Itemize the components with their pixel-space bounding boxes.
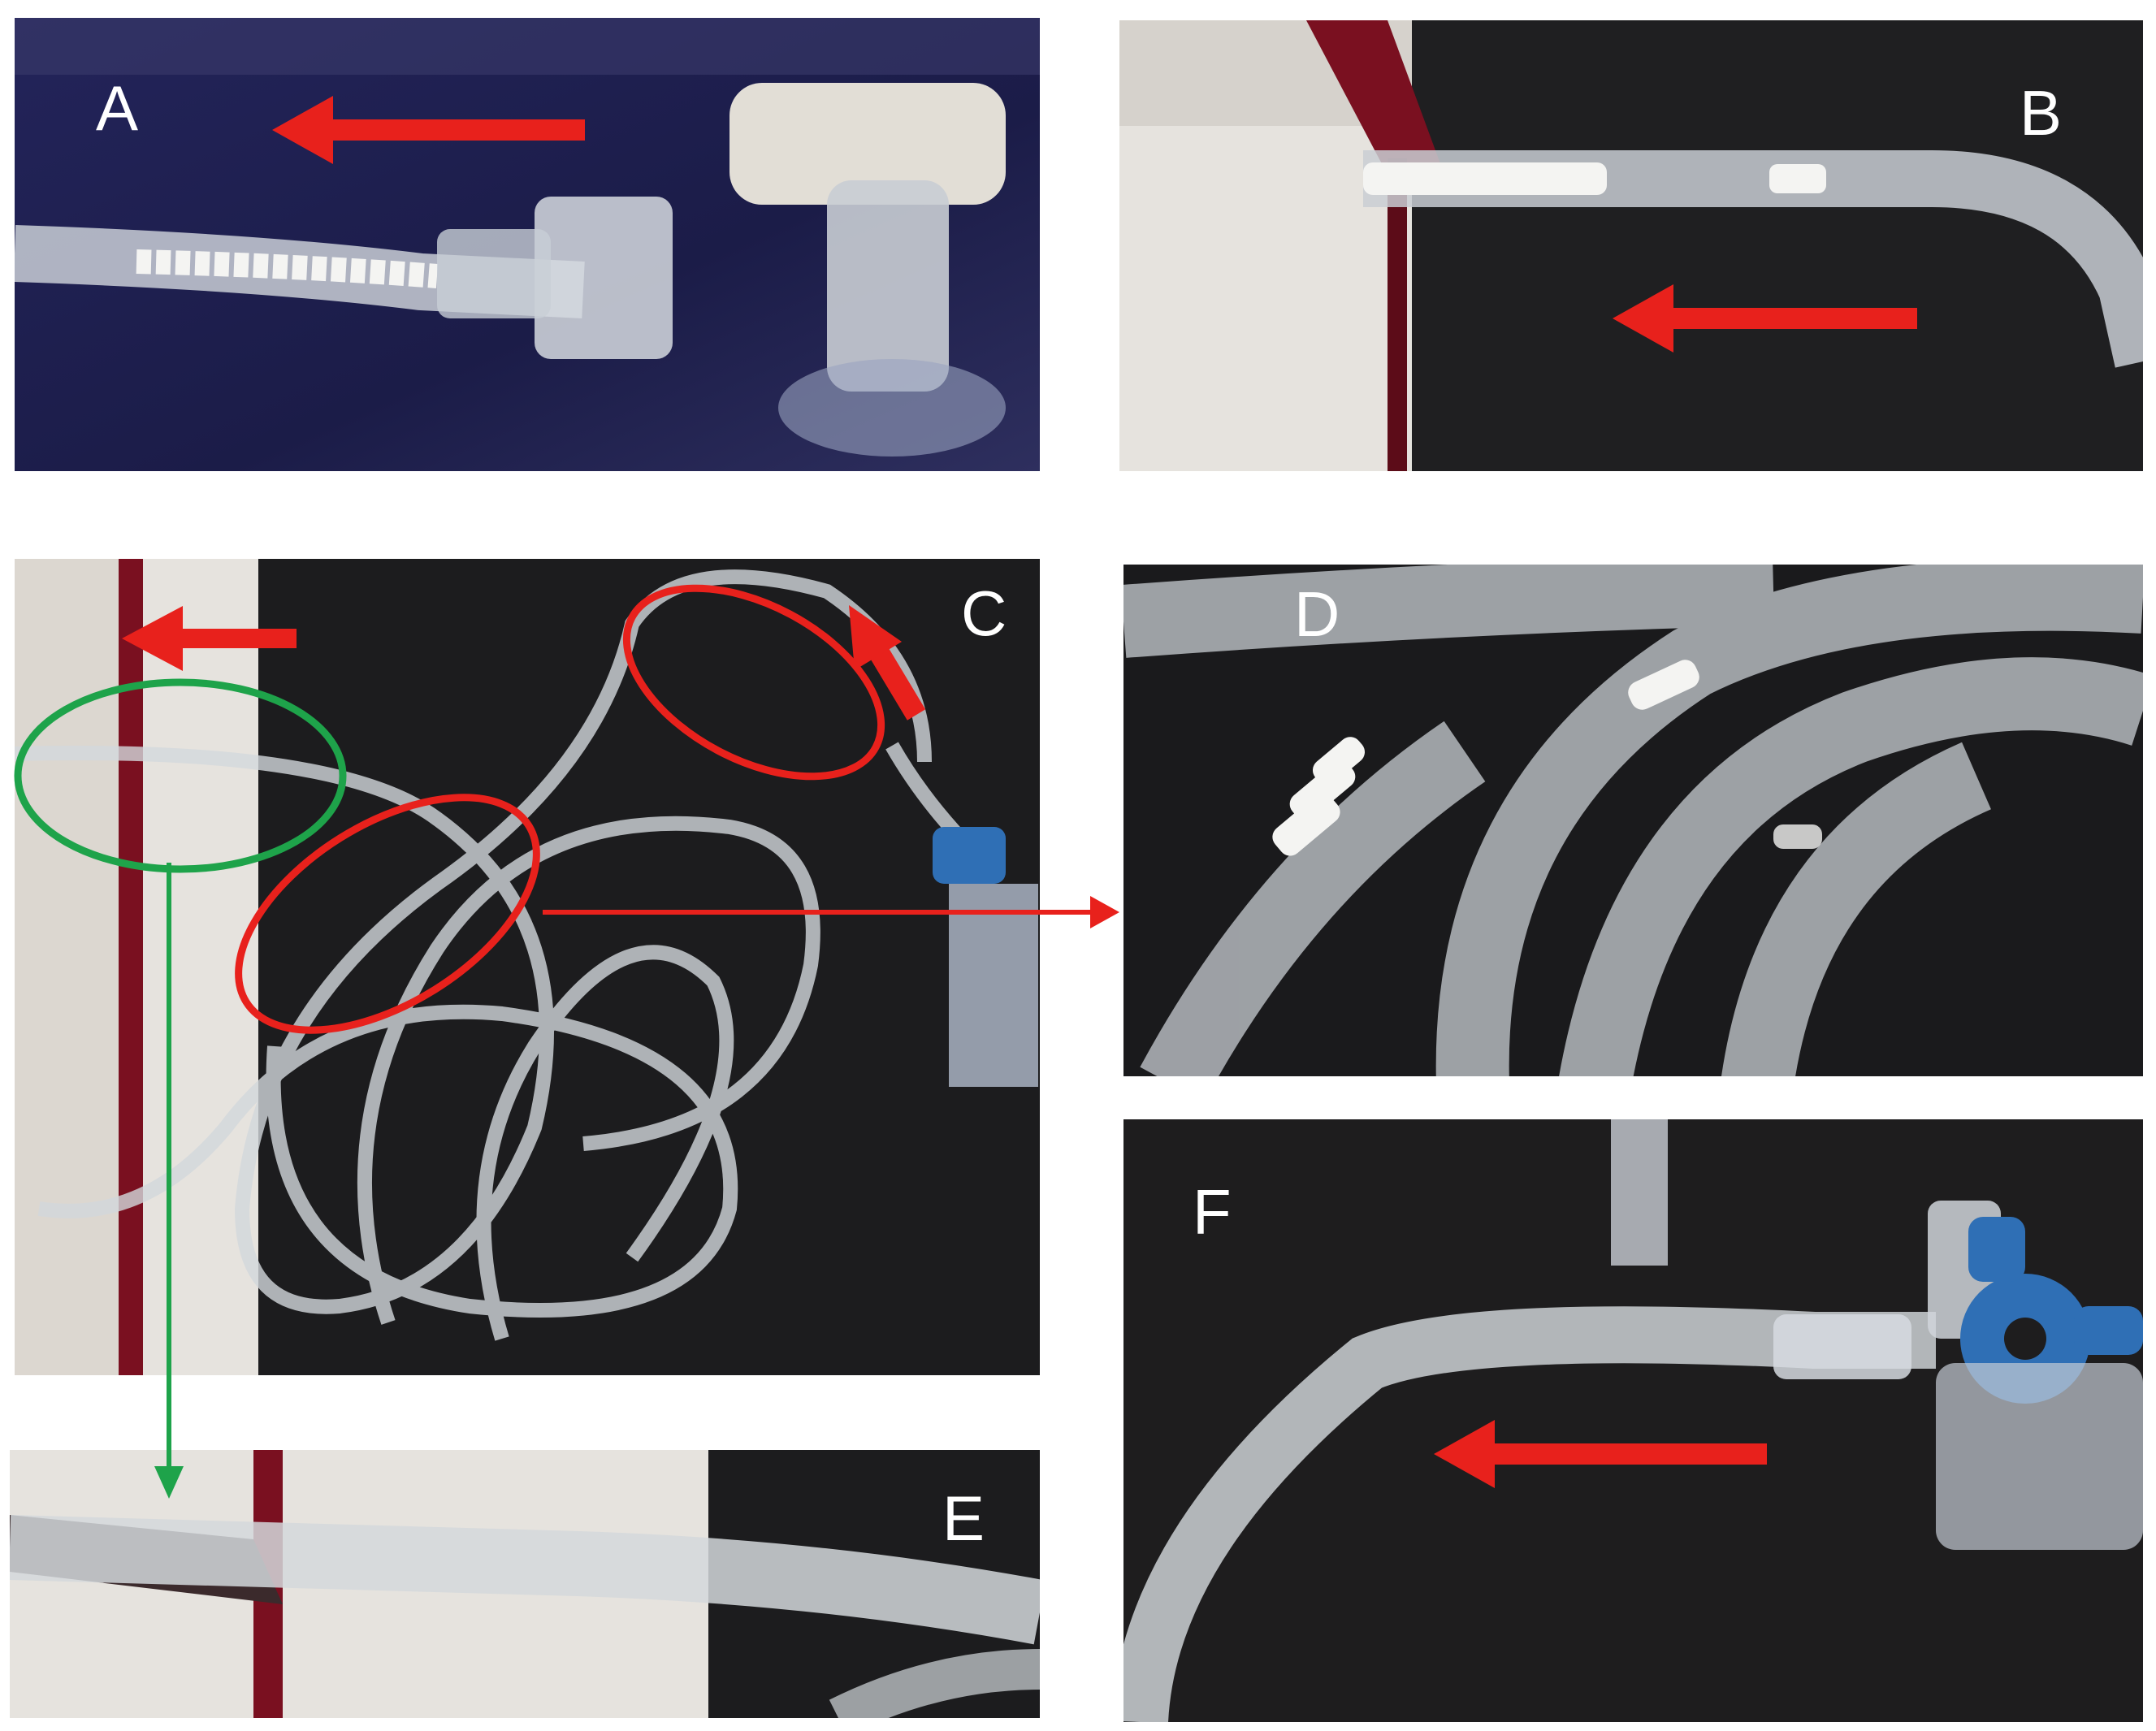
panel-d-photo <box>1123 565 2143 1076</box>
panel-a-label: A <box>96 72 139 144</box>
panel-f-label: F <box>1193 1176 1232 1248</box>
panel-c-photo <box>15 559 1040 1375</box>
panel-e-label: E <box>942 1482 985 1554</box>
panel-b: B <box>1119 20 2143 471</box>
panel-e: E <box>10 1450 1040 1718</box>
panel-f-photo <box>1123 1119 2143 1722</box>
panel-c-label: C <box>961 578 1007 649</box>
panel-f: F <box>1123 1119 2143 1722</box>
panel-b-label: B <box>2020 77 2063 149</box>
panel-d: D <box>1123 565 2143 1076</box>
panel-a-photo <box>15 18 1040 471</box>
panel-c: C <box>15 559 1040 1375</box>
panel-d-label: D <box>1294 578 1340 650</box>
panel-a: A <box>15 18 1040 471</box>
panel-b-photo <box>1119 20 2143 471</box>
panel-e-photo <box>10 1450 1040 1718</box>
